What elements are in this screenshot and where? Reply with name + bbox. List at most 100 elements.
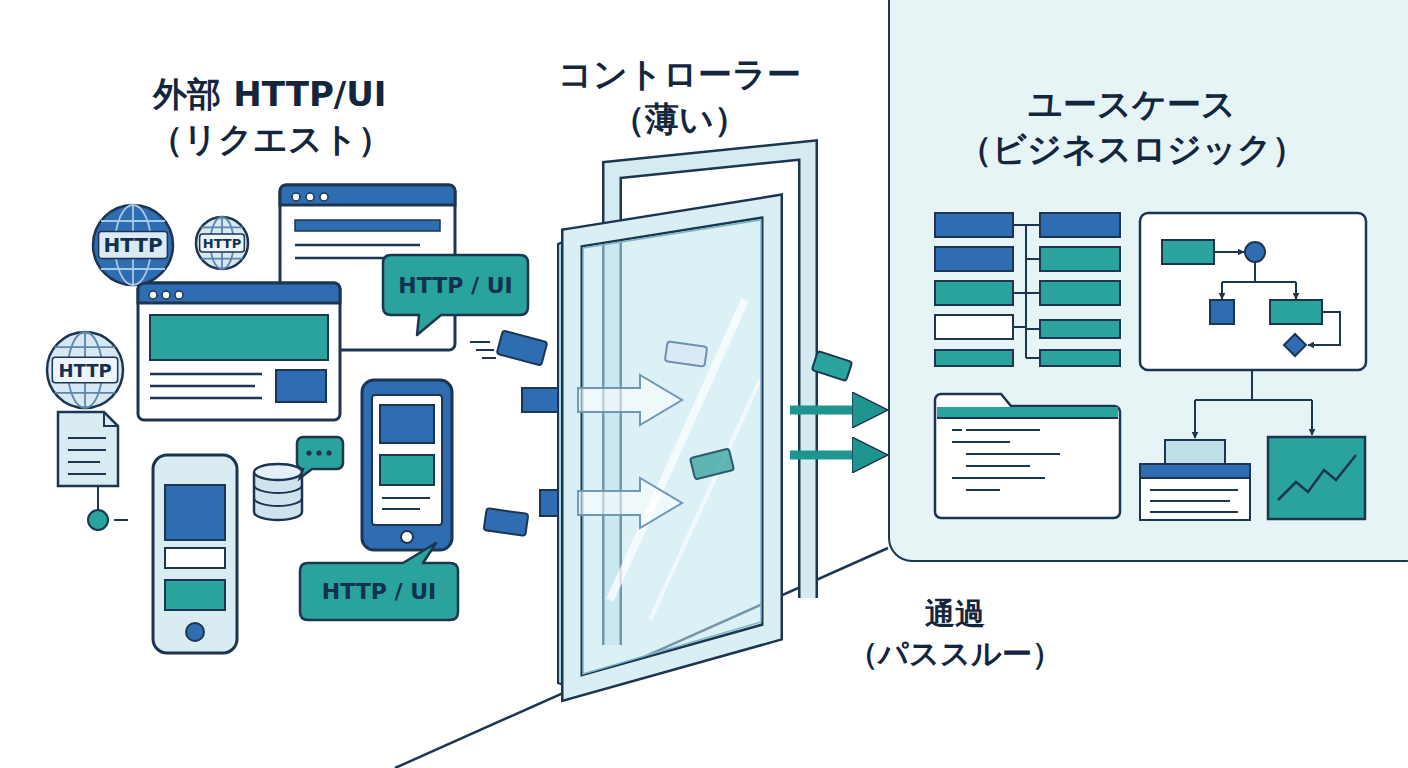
flowchart-icon — [1214, 251, 1244, 253]
bubble-label: HTTP / UI — [300, 563, 458, 620]
flowchart-icon — [1140, 213, 1366, 370]
phone-icon — [382, 508, 420, 510]
data-stack — [1150, 489, 1238, 491]
line-chart — [1268, 437, 1365, 519]
glass-arrow — [578, 375, 682, 425]
browser-window — [162, 291, 170, 299]
data-stack — [1140, 478, 1250, 520]
http-globe: HTTP — [194, 215, 250, 271]
globe-parallel — [55, 392, 116, 394]
globe-parallel — [101, 220, 165, 222]
code-folder — [966, 453, 1060, 455]
door-glass — [572, 206, 772, 688]
database-icon — [254, 464, 302, 520]
phone-icon — [165, 548, 225, 568]
code-folder — [952, 477, 1045, 479]
request-envelope — [497, 330, 548, 365]
code-folder — [952, 441, 1010, 443]
request-envelope — [665, 341, 707, 366]
flowchart-icon — [1308, 312, 1340, 345]
flow-branch — [1194, 400, 1196, 438]
door-inner-edge — [583, 220, 761, 674]
document-icon — [104, 412, 118, 426]
http-globe: HTTP — [91, 203, 175, 287]
database-icon — [254, 485, 302, 506]
code-folder — [966, 465, 1030, 467]
flowchart-icon — [1245, 242, 1265, 262]
usecase-list — [1040, 320, 1120, 338]
data-stack — [1150, 500, 1230, 502]
phone-icon — [401, 531, 413, 543]
usecase-panel: ユースケース （ビジネスロジック） — [888, 0, 1408, 562]
section-heading: コントローラー （薄い） — [529, 52, 829, 142]
usecase-list — [1040, 213, 1120, 237]
browser-window — [150, 315, 328, 360]
flowchart-icon — [1221, 282, 1223, 299]
globe-label: HTTP — [45, 330, 125, 410]
flowchart-icon — [1140, 213, 1366, 370]
globe-parallel — [55, 346, 116, 348]
flowchart-icon — [1210, 300, 1234, 324]
flow-branch — [1195, 370, 1312, 400]
browser-window — [150, 385, 255, 388]
globe-parallel — [201, 226, 243, 228]
phone-icon — [362, 380, 452, 550]
glass-door — [558, 150, 808, 688]
glass-shine — [650, 380, 760, 620]
speed-lines — [470, 342, 496, 358]
phone-icon — [165, 485, 225, 540]
browser-window — [150, 397, 262, 400]
request-envelope — [497, 330, 548, 365]
globe-parallel — [201, 258, 243, 260]
door-panel-frame — [572, 206, 772, 688]
browser-window — [306, 193, 314, 201]
document-icon — [58, 412, 128, 530]
section-label: 通過 （パススルー） — [835, 594, 1075, 673]
usecase-list — [935, 315, 1013, 339]
phone-icon — [153, 455, 237, 653]
line-chart — [1278, 455, 1356, 500]
document-icon — [97, 486, 99, 510]
browser-window — [138, 283, 340, 420]
flow-branch — [1195, 370, 1312, 438]
browser-window — [280, 185, 455, 205]
chat-icon — [297, 437, 343, 478]
edge-group — [790, 410, 868, 455]
browser-window — [292, 193, 300, 201]
speech-bubble: HTTP / UI — [383, 255, 528, 315]
usecase-list — [935, 213, 1013, 237]
code-folder — [966, 489, 1000, 491]
flow-arrow — [790, 406, 868, 415]
request-envelope — [665, 341, 852, 479]
request-envelope — [812, 351, 852, 381]
line-chart — [1268, 437, 1365, 519]
usecase-list — [1040, 281, 1120, 305]
bubble-outline — [300, 543, 458, 620]
data-stack — [1150, 511, 1238, 513]
usecase-list — [1040, 247, 1120, 271]
document-icon — [68, 473, 106, 475]
flowchart-icon — [1222, 262, 1296, 282]
speed-lines — [476, 349, 494, 351]
browser-window — [175, 291, 183, 299]
code-folder — [937, 417, 1118, 419]
flowchart-icon — [1295, 282, 1297, 299]
flowchart-icon — [1162, 240, 1214, 264]
document-icon — [68, 437, 106, 439]
flow-branch — [1311, 400, 1313, 435]
bubble-outline — [383, 255, 528, 335]
flowchart-icon — [1270, 300, 1322, 324]
request-envelope — [484, 508, 529, 536]
speech-bubble: HTTP / UI — [300, 563, 458, 620]
phone-icon — [186, 623, 204, 641]
glass-arrow — [578, 478, 682, 528]
bubble-label: HTTP / UI — [383, 255, 528, 315]
database-icon — [254, 472, 302, 520]
browser-window — [276, 370, 326, 402]
phone-icon — [153, 455, 237, 653]
chat-icon — [306, 450, 311, 455]
controller-door: コントローラー （薄い） — [568, 150, 790, 690]
phone-icon — [165, 580, 225, 610]
code-folder — [966, 429, 1040, 431]
